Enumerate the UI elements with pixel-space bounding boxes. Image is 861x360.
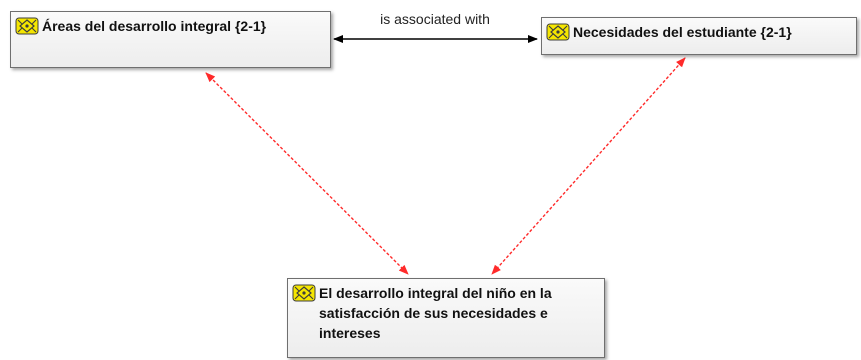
code-node-icon <box>292 284 316 302</box>
node-desarrollo-integral-nino[interactable]: El desarrollo integral del niño en la sa… <box>287 278 605 358</box>
relation-label-associated: is associated with <box>380 11 490 27</box>
node-areas-desarrollo-integral[interactable]: Áreas del desarrollo integral {2-1} <box>10 11 331 68</box>
code-node-icon <box>546 23 570 41</box>
relation-line-areas-to-desarrollo[interactable] <box>205 72 409 275</box>
code-node-icon <box>15 17 39 35</box>
node-necesidades-estudiante[interactable]: Necesidades del estudiante {2-1} <box>541 17 857 55</box>
node-label: Áreas del desarrollo integral {2-1} <box>42 18 267 34</box>
relation-line-necesidades-to-desarrollo[interactable] <box>491 57 686 275</box>
node-label: El desarrollo integral del niño en la sa… <box>319 285 552 341</box>
node-label: Necesidades del estudiante {2-1} <box>573 24 792 40</box>
